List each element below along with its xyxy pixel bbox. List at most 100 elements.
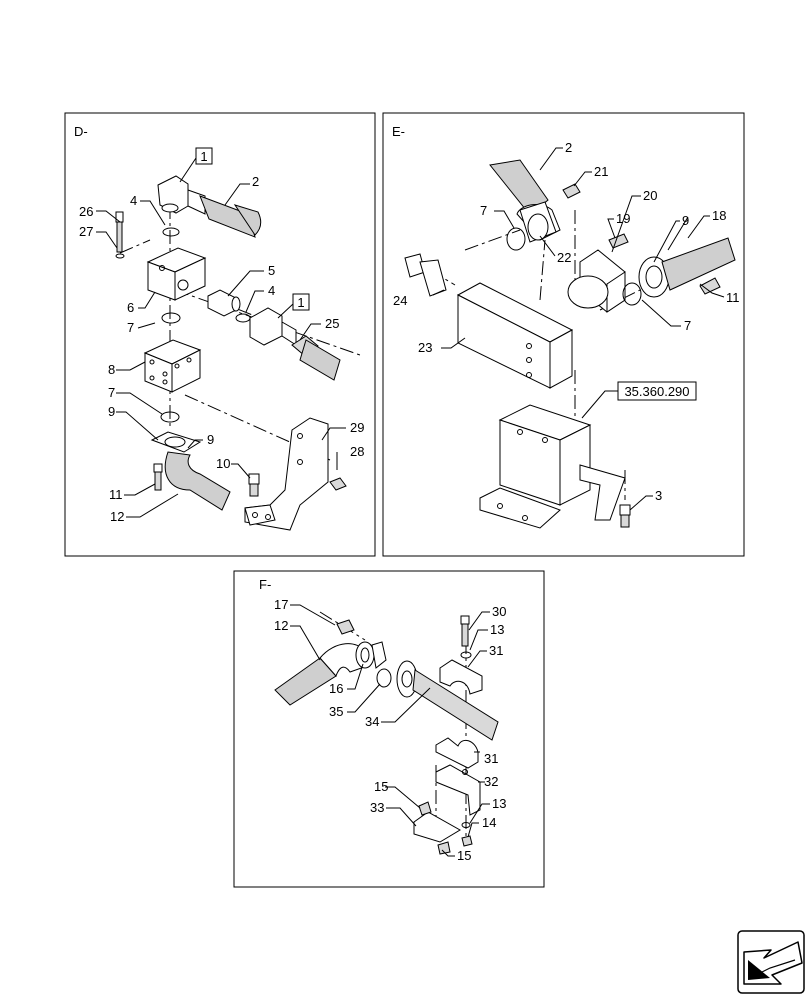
- label-e2: 2: [565, 140, 572, 155]
- hose-2e: [489, 159, 561, 243]
- bolt-21: [562, 183, 581, 199]
- flange-9: [150, 431, 231, 511]
- callout-box-1: [195, 147, 213, 165]
- next-page-arrow-icon[interactable]: [737, 930, 805, 994]
- bolt-11: [153, 463, 163, 491]
- bracket-33: [413, 811, 461, 843]
- o-ring-4b: [235, 313, 251, 323]
- label-e19: 19: [616, 211, 630, 226]
- label-4: 4: [130, 193, 137, 208]
- block-8: [143, 339, 202, 393]
- label-f16: 16: [329, 681, 343, 696]
- fitting-25: [249, 307, 341, 381]
- label-7b: 7: [108, 385, 115, 400]
- o-ring-7b: [160, 411, 180, 423]
- block-20: [567, 249, 626, 313]
- panel-e: E-: [382, 112, 745, 557]
- label-6: 6: [127, 300, 134, 315]
- o-ring-35: [376, 668, 392, 688]
- label-10: 10: [216, 456, 230, 471]
- label-e22: 22: [557, 250, 571, 265]
- bolt-19: [608, 233, 629, 249]
- label-f34: 34: [365, 714, 379, 729]
- label-f13: 13: [490, 622, 504, 637]
- panel-e-labels: 2 21 20 19 9 18 7 22 24 11 7 23 3: [393, 140, 740, 503]
- label-e7: 7: [480, 203, 487, 218]
- label-f15b: 15: [457, 848, 471, 863]
- panel-f-labels: 17 30 12 13 31 16 35 34 31 32 15 13 33 1…: [274, 597, 506, 863]
- nut-14: [461, 835, 473, 847]
- label-f14: 14: [482, 815, 496, 830]
- label-7: 7: [127, 320, 134, 335]
- label-8: 8: [108, 362, 115, 377]
- flange-9e: [638, 237, 736, 298]
- label-9b: 9: [207, 432, 214, 447]
- label-f31: 31: [489, 643, 503, 658]
- panel-e-title: E-: [392, 124, 405, 139]
- bolt-17: [336, 619, 355, 635]
- bolt-26: [115, 211, 125, 259]
- label-f32: 32: [484, 774, 498, 789]
- callout-box-1b: [292, 293, 310, 311]
- o-ring-7e2: [622, 282, 642, 306]
- support-bracket: [479, 404, 626, 529]
- panel-d-labels: 2 4 26 27 6 5 4 7 25 8 7 9 9 10 28 29 11…: [79, 174, 364, 524]
- bolt-28: [329, 477, 347, 491]
- label-e3: 3: [655, 488, 662, 503]
- o-ring-7e: [506, 227, 526, 251]
- svg-text:1: 1: [297, 295, 304, 310]
- o-ring-4: [162, 227, 180, 237]
- label-e9: 9: [682, 213, 689, 228]
- block-6: [146, 247, 207, 301]
- label-e20: 20: [643, 188, 657, 203]
- tube-34: [396, 660, 499, 741]
- bolt-30: [460, 615, 470, 647]
- sensor-24: [404, 253, 447, 297]
- panel-d-title: D-: [74, 124, 88, 139]
- reference-text: 35.360.290: [624, 384, 689, 399]
- valve-block-23: [456, 282, 574, 389]
- label-e7b: 7: [684, 318, 691, 333]
- panel-d-frame: [64, 112, 376, 557]
- label-26: 26: [79, 204, 93, 219]
- label-11: 11: [109, 487, 123, 502]
- label-5: 5: [268, 263, 275, 278]
- label-e23: 23: [418, 340, 432, 355]
- label-f30: 30: [492, 604, 506, 619]
- bolt-10: [248, 473, 260, 497]
- clamp-31-bottom: [435, 737, 479, 769]
- label-e21: 21: [594, 164, 608, 179]
- bracket-32: [435, 764, 481, 816]
- hose-2: [199, 195, 256, 238]
- flange-16: [355, 641, 387, 669]
- panel-d: D-: [64, 112, 376, 557]
- panel-f: F-: [233, 570, 545, 888]
- elbow-fitting-1: [157, 175, 206, 215]
- label-f31b: 31: [484, 751, 498, 766]
- label-e24: 24: [393, 293, 407, 308]
- label-12: 12: [110, 509, 124, 524]
- panel-f-title: F-: [259, 577, 271, 592]
- bolt-3: [619, 504, 631, 528]
- clamp-31-top: [439, 659, 483, 695]
- o-ring-7: [161, 312, 181, 324]
- washer-13b: [461, 822, 471, 828]
- label-e18: 18: [712, 208, 726, 223]
- bracket-29: [244, 417, 329, 531]
- label-27: 27: [79, 224, 93, 239]
- label-9: 9: [108, 404, 115, 419]
- label-f15: 15: [374, 779, 388, 794]
- label-28: 28: [350, 444, 364, 459]
- label-f17: 17: [274, 597, 288, 612]
- panel-e-frame: [382, 112, 745, 557]
- label-f33: 33: [370, 800, 384, 815]
- label-f35: 35: [329, 704, 343, 719]
- panel-f-frame: [233, 570, 545, 888]
- label-25: 25: [325, 316, 339, 331]
- label-e11: 11: [726, 290, 740, 305]
- svg-text:1: 1: [200, 149, 207, 164]
- washer-13: [460, 651, 472, 659]
- label-4b: 4: [268, 283, 275, 298]
- label-2: 2: [252, 174, 259, 189]
